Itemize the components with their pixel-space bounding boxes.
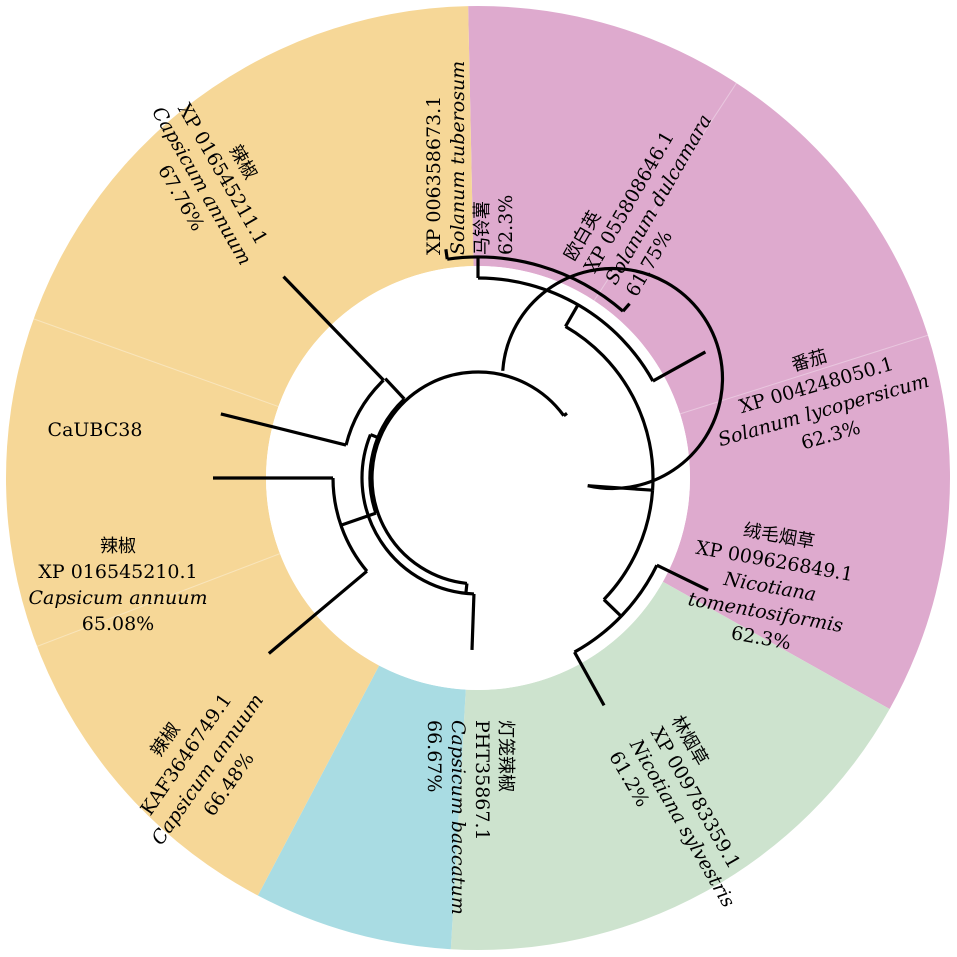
- leaf-label-line: Solanum tuberosum: [447, 61, 469, 255]
- leaf-label-line: 62.3%: [495, 195, 517, 255]
- branch-arc-6: [368, 397, 406, 514]
- sector-ring: [6, 5, 951, 951]
- sector-divider-3: [36, 553, 281, 647]
- branch-16: [587, 484, 653, 492]
- branch-arc-12: [344, 379, 385, 446]
- sector-divider-4: [33, 318, 279, 408]
- branch-24: [652, 350, 707, 383]
- branch-arc-0: [370, 370, 566, 586]
- branch-arc-26: [602, 490, 655, 601]
- leaf-label-line: 辣椒: [100, 536, 136, 557]
- branch-arc-15: [501, 266, 725, 491]
- leaf-label-line: CaUBC38: [48, 419, 143, 441]
- solanum-sector: [468, 5, 951, 709]
- branch-1: [464, 583, 469, 594]
- leaf-label-line: XP 006358673.1: [423, 96, 445, 255]
- leaf-label-line: Capsicum annuum: [28, 587, 207, 609]
- branch-11: [384, 377, 406, 401]
- branch-27: [602, 598, 623, 618]
- branch-arc-8: [331, 477, 369, 573]
- branch-22: [444, 249, 449, 260]
- leaf-label-line: Capsicum baccatum: [447, 720, 469, 915]
- branch-13: [220, 412, 347, 447]
- branch-29: [656, 563, 709, 592]
- tree-branches: [213, 249, 725, 707]
- sector-divider-1: [593, 82, 737, 301]
- branch-arc-28: [573, 564, 659, 654]
- leaf-label-line: XP 016545210.1: [38, 561, 197, 583]
- leaf-label-line: 灯笼辣椒: [495, 720, 516, 792]
- branch-7: [340, 511, 377, 527]
- branch-30: [573, 651, 606, 707]
- annuum-sector: [6, 6, 474, 896]
- branch-arc-17: [564, 325, 655, 491]
- branch-2: [562, 412, 568, 417]
- leaf-label-caubc38: CaUBC38: [48, 419, 143, 441]
- leaf-label-line: PHT35867.1: [471, 720, 493, 841]
- leaf-label-line: 马铃薯: [472, 201, 493, 255]
- branch-9: [267, 569, 368, 655]
- branch-arc-3: [360, 433, 475, 596]
- branch-23: [621, 302, 631, 313]
- branch-arc-21: [447, 255, 625, 313]
- branch-4: [470, 593, 476, 650]
- leaf-label-line: 65.08%: [82, 613, 154, 635]
- baccatum-sector: [257, 665, 466, 950]
- branch-arc-19: [477, 276, 655, 382]
- inner-hole: [266, 266, 690, 690]
- branch-14: [282, 275, 385, 382]
- branch-18: [564, 303, 580, 328]
- nicotiana-sector: [450, 581, 890, 951]
- leaf-label-line: 66.67%: [423, 720, 445, 792]
